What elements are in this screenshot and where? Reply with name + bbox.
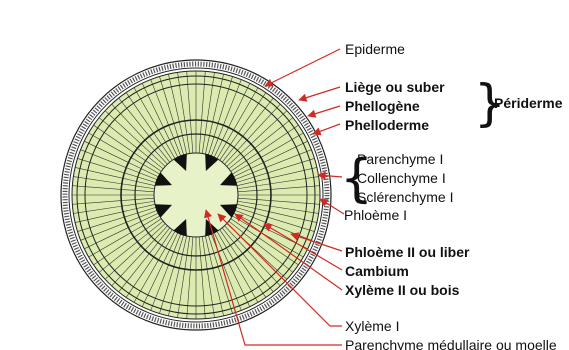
label-epiderme: Epiderme <box>345 41 405 57</box>
label-phloeme2: Phloème II ou liber <box>345 244 469 260</box>
label-phloeme1: Phloème I <box>344 207 407 223</box>
label-xyleme1: Xylème I <box>345 318 399 334</box>
label-periderme: Périderme <box>494 95 562 111</box>
arrow-epiderme <box>265 49 340 86</box>
label-phellogene: Phellogène <box>345 98 420 114</box>
label-xyleme2: Xylème II ou bois <box>345 282 459 298</box>
label-liege: Liège ou suber <box>345 79 445 95</box>
label-collenchyme1: Collenchyme I <box>357 170 446 186</box>
label-phelloderme: Phelloderme <box>345 117 429 133</box>
label-cambium: Cambium <box>345 263 409 279</box>
arrow-phellogene <box>308 106 340 116</box>
label-sclerenchyme1: Sclérenchyme I <box>357 189 453 205</box>
arrow-phelloderme <box>313 124 340 134</box>
pith-disc <box>154 153 238 237</box>
arrow-liege <box>299 87 340 100</box>
label-parenchyme1: Parenchyme I <box>357 151 443 167</box>
label-parenchyme-medullaire: Parenchyme médullaire ou moelle <box>345 337 569 350</box>
